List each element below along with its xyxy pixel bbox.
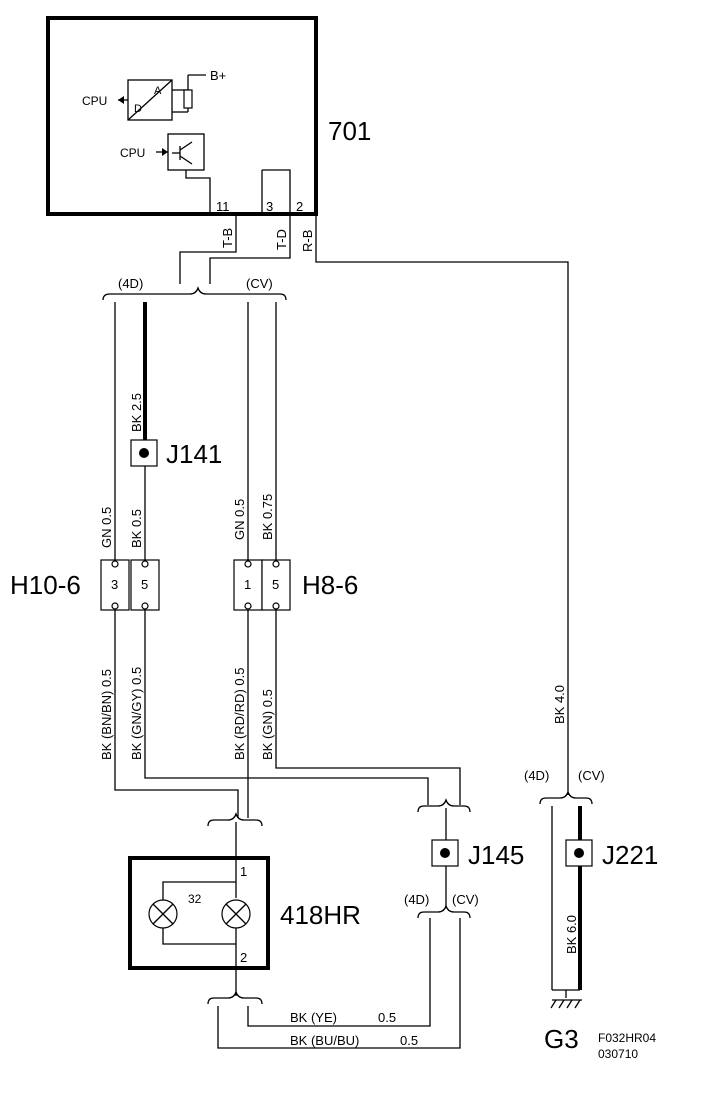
wire-label-bk40: BK 4.0 <box>552 685 567 724</box>
wire-label-bk-bnbn: BK (BN/BN) 0.5 <box>99 669 114 760</box>
variant-brace-lamp-bottom <box>207 989 263 1005</box>
wire-label-bk-rdrd: BK (RD/RD) 0.5 <box>232 668 247 760</box>
variant-brace-j145-top <box>417 797 471 813</box>
bulb-label: 32 <box>188 892 202 906</box>
wire-label-bk-ye-size: 0.5 <box>378 1010 396 1025</box>
connector-h10-label: H10-6 <box>10 570 81 600</box>
wire-bk-bubu <box>217 918 461 1049</box>
variant-cv-top: (CV) <box>246 276 273 291</box>
lamp-pin-1: 1 <box>240 864 247 879</box>
wire-label-bk-ye: BK (YE) <box>290 1010 337 1025</box>
wire-label-bk60: BK 6.0 <box>564 915 579 954</box>
h10-pin-3 <box>100 559 130 611</box>
wire-color-rb: R-B <box>300 230 315 252</box>
cpu-label-2: CPU <box>120 146 145 160</box>
wire-color-td: T-D <box>274 229 289 250</box>
pin-11: 11 <box>216 199 230 214</box>
wire-rb <box>315 214 569 795</box>
wire-tb <box>179 214 237 284</box>
wire-label-bk-bubu-size: 0.5 <box>400 1033 418 1048</box>
wire-td <box>209 214 291 284</box>
transistor-box <box>167 133 205 171</box>
figure-date: 030710 <box>598 1047 638 1061</box>
h8-pin-b-label: 5 <box>272 577 279 592</box>
wire-label-bk25: BK 2.5 <box>129 393 144 432</box>
control-module-box <box>46 16 318 216</box>
variant-4d-j145: (4D) <box>404 892 429 907</box>
b-plus-label: B+ <box>210 68 226 83</box>
splice-j141-dot <box>139 448 149 458</box>
variant-brace-j145-bottom <box>417 903 471 919</box>
figure-code: F032HR04 <box>598 1031 656 1045</box>
cpu-label-1: CPU <box>82 94 107 108</box>
splice-j145-label: J145 <box>468 840 524 870</box>
lamp-pin-2: 2 <box>240 950 247 965</box>
wire-color-tb: T-B <box>220 228 235 248</box>
arrow-left-icon <box>118 96 124 104</box>
wire-bk-bnbn <box>114 610 239 818</box>
wire-label-bk05-a: BK 0.5 <box>129 509 144 548</box>
lamp-module-id: 418HR <box>280 900 361 930</box>
variant-brace-top <box>102 285 287 301</box>
connector-h8-label: H8-6 <box>302 570 358 600</box>
converter-label-d: D <box>134 103 142 115</box>
pin-2: 2 <box>296 199 303 214</box>
splice-j141-label: J141 <box>166 439 222 469</box>
splice-j145-dot <box>440 848 450 858</box>
splice-j221-label: J221 <box>602 840 658 870</box>
wire-label-bk075: BK 0.75 <box>260 494 275 540</box>
variant-brace-j221 <box>539 789 593 805</box>
pin-3: 3 <box>266 199 273 214</box>
resistor-icon <box>183 89 193 109</box>
h10-pin-b-label: 5 <box>141 577 148 592</box>
variant-brace-lamp-top <box>207 811 263 827</box>
wire-bk-gngy <box>144 610 429 805</box>
lamp-module-box <box>128 856 270 970</box>
h10-pin-a-label: 3 <box>111 577 118 592</box>
wire-label-bk-gngy: BK (GN/GY) 0.5 <box>129 667 144 760</box>
variant-4d-j221: (4D) <box>524 768 549 783</box>
splice-j221-dot <box>574 848 584 858</box>
variant-cv-j145: (CV) <box>452 892 479 907</box>
wire-bk-ye <box>247 918 431 1027</box>
ground-label: G3 <box>544 1024 579 1054</box>
wire-label-bk-bubu: BK (BU/BU) <box>290 1033 359 1048</box>
h10-pin-5 <box>130 559 160 611</box>
converter-label-a: A <box>154 85 162 97</box>
ground-icon <box>550 999 582 1009</box>
wire-label-bk-gn: BK (GN) 0.5 <box>260 689 275 760</box>
variant-4d-top: (4D) <box>118 276 143 291</box>
arrow-right-icon <box>162 148 168 156</box>
wire-label-gn05-a: GN 0.5 <box>99 507 114 548</box>
wire-label-gn05-b: GN 0.5 <box>232 499 247 540</box>
h8-pin-a-label: 1 <box>244 577 251 592</box>
wire-bk-gn <box>275 610 461 805</box>
control-module-id: 701 <box>328 116 371 146</box>
variant-cv-j221: (CV) <box>578 768 605 783</box>
